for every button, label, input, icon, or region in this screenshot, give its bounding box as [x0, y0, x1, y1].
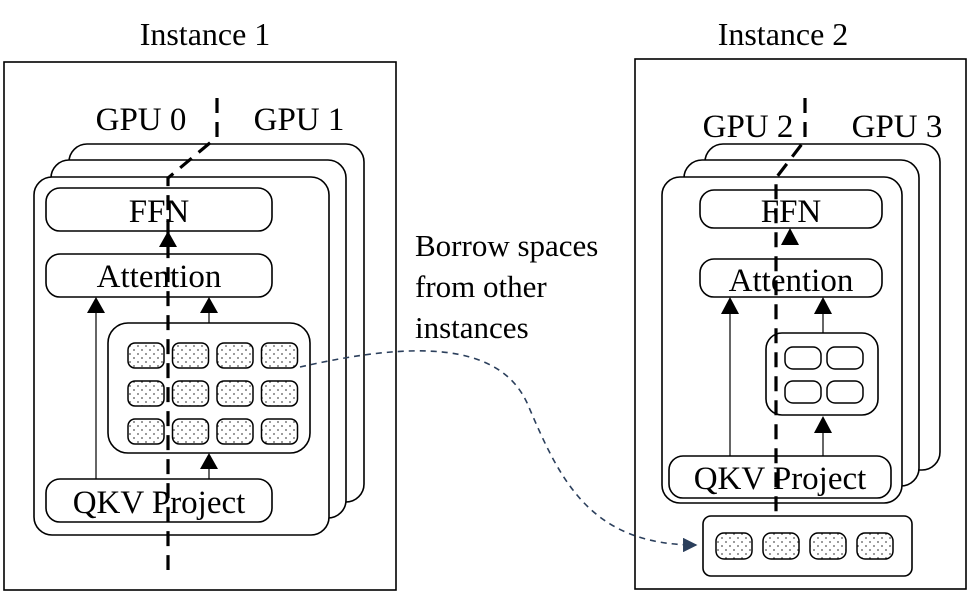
annotation-line-3: instances [415, 310, 529, 345]
instance-2-gpu-split-line [774, 98, 807, 545]
instance-1-kv-block-12 [260, 418, 299, 445]
instance-2-kv-cache-blocks [784, 346, 864, 404]
instance-1-kv-block-2 [171, 342, 210, 369]
instance-1-kv-block-6 [171, 380, 210, 407]
annotation-line-1: Borrow spaces [415, 228, 598, 263]
instance-1-qkv-label: QKV Project [73, 485, 246, 521]
borrowed-kv-block-1 [715, 532, 753, 560]
instance-2-qkv-block [668, 455, 892, 499]
instance-1-kv-block-8 [260, 380, 299, 407]
instance-1-arrowhead-residual [87, 297, 105, 313]
instance-1-ffn-label: FFN [129, 194, 190, 230]
instance-1-qkv-block [45, 478, 273, 523]
instance-1-gpu-right-label: GPU 1 [254, 102, 345, 138]
instance-2-qkv-label: QKV Project [694, 461, 867, 497]
instance-1-arrows [95, 312, 210, 479]
borrowed-kv-block-2 [762, 532, 800, 560]
instance-1-gpu-left-label: GPU 0 [96, 102, 187, 138]
instance-1-kv-block-7 [216, 380, 254, 407]
instance-2-arrowhead-qkv-to-kv [814, 416, 832, 433]
instance-2-arrows [729, 313, 824, 456]
borrowed-pool-blocks [715, 532, 894, 560]
instance-1-gpu-split-line [166, 98, 219, 570]
instance-2-arrowhead-kv-to-attention [814, 297, 832, 314]
instance-1-arrowhead-attention-to-ffn [159, 231, 177, 247]
instance-2-arrowhead-residual [721, 297, 739, 314]
instance-2-kv-cache-container [765, 332, 879, 416]
instance-1-arrowheads [87, 231, 218, 469]
instance-1-title: Instance 1 [140, 16, 271, 52]
borrowed-pool-container [702, 515, 913, 577]
instance-1-attention-block [45, 253, 273, 298]
instance-2: Instance 2 GPU 2 GPU 3 FFN Attention QKV… [634, 16, 967, 590]
instance-2-kv-block-4 [826, 380, 864, 404]
instance-1: Instance 1 GPU 0 GPU 1 FFN Attention QKV… [3, 16, 397, 591]
instance-1-kv-block-3 [216, 342, 254, 369]
instance-1-kv-block-10 [171, 418, 210, 445]
instance-2-title: Instance 2 [718, 16, 849, 52]
instance-1-arrowhead-kv-to-attention [200, 297, 218, 313]
instance-1-kv-block-5 [127, 380, 165, 407]
instance-1-arrowhead-qkv-to-kv [200, 453, 218, 469]
instance-1-kv-cache-blocks [127, 342, 299, 445]
instance-1-kv-block-9 [127, 418, 165, 445]
instance-2-frame [634, 58, 967, 590]
instance-1-kv-block-4 [260, 342, 299, 369]
instance-1-attention-label: Attention [97, 259, 222, 295]
instance-1-kv-block-11 [216, 418, 254, 445]
instance-2-ffn-block [699, 189, 883, 229]
instance-2-attention-label: Attention [729, 263, 854, 299]
instance-2-gpu-right-label: GPU 3 [852, 109, 943, 145]
instance-2-gpu-left-label: GPU 2 [703, 109, 794, 145]
borrowed-kv-block-3 [809, 532, 847, 560]
instance-2-arrowhead-attention-to-ffn [781, 228, 799, 245]
instance-1-kv-block-1 [127, 342, 165, 369]
borrowed-kv-block-4 [856, 532, 894, 560]
instance-2-arrowheads [721, 228, 832, 433]
instance-2-attention-block [699, 258, 883, 298]
borrow-annotation: Borrow spaces from other instances [415, 228, 598, 345]
instance-2-kv-block-3 [784, 380, 822, 404]
instance-2-kv-block-2 [826, 346, 864, 370]
instance-1-ffn-block [45, 187, 273, 232]
instance-2-kv-block-1 [784, 346, 822, 370]
instance-1-frame [3, 61, 397, 591]
instance-2-ffn-label: FFN [761, 194, 822, 230]
annotation-line-2: from other [415, 269, 547, 304]
